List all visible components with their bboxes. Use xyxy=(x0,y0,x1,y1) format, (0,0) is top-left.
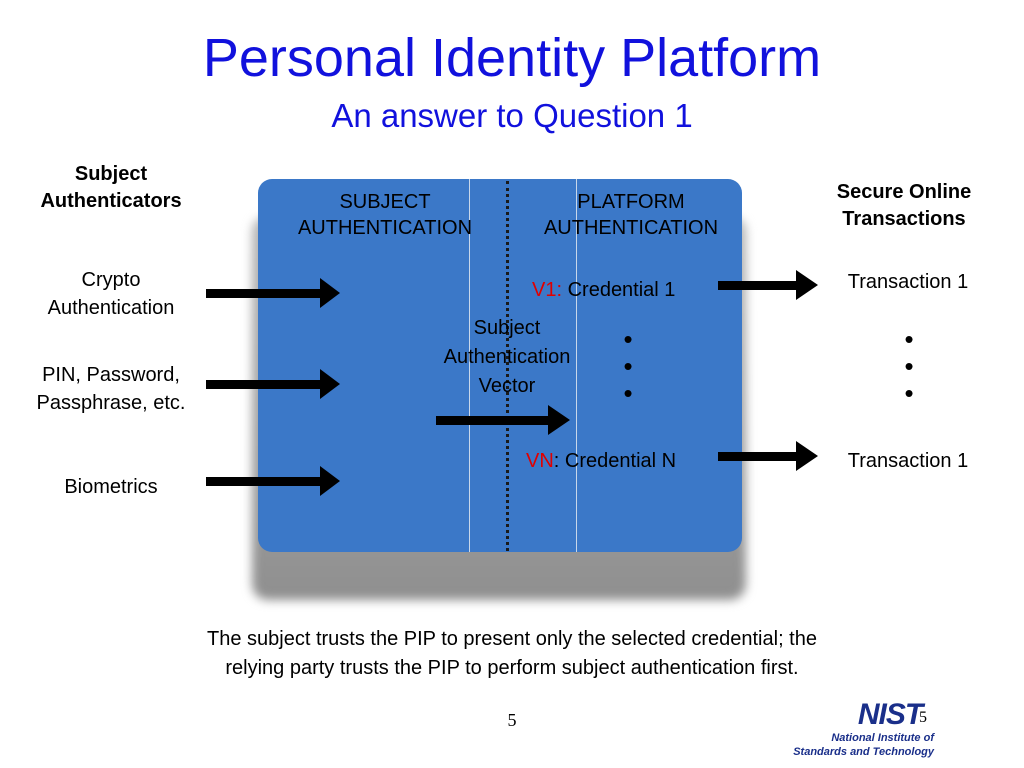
subject-authentication-vector-label: Subject Authentication Vector xyxy=(416,314,598,401)
secure-transactions-heading: Secure Online Transactions xyxy=(802,179,1006,233)
nist-logo: NIST National Institute of Standards and… xyxy=(776,700,936,762)
arrow-credential-n-icon xyxy=(718,441,818,471)
credential-1-text: Credential 1 xyxy=(562,279,676,301)
nist-logo-line: Standards and Technology xyxy=(793,746,934,758)
ellipsis-dot: • xyxy=(904,351,914,381)
heading-line: Transactions xyxy=(842,208,966,230)
heading-line: Authenticators xyxy=(40,190,182,212)
credential-ellipsis: • • • xyxy=(610,326,646,407)
authenticator-biometrics: Biometrics xyxy=(20,473,202,501)
authenticator-crypto: Crypto Authentication xyxy=(20,266,202,322)
credential-n-prefix: VN xyxy=(526,450,554,472)
transaction-top: Transaction 1 xyxy=(847,271,969,293)
ellipsis-dot: • xyxy=(904,324,914,354)
ellipsis-dot: • xyxy=(623,351,633,381)
arrow-biometrics-icon xyxy=(206,466,340,496)
authenticator-line: PIN, Password, xyxy=(42,364,180,386)
authenticator-line: Passphrase, etc. xyxy=(36,392,186,414)
credential-1-prefix: V1: xyxy=(532,279,563,301)
credential-1: V1: Credential 1 xyxy=(532,277,675,303)
slide-subtitle: An answer to Question 1 xyxy=(331,97,693,134)
vector-line: Vector xyxy=(478,375,536,397)
credential-n: VN: Credential N xyxy=(526,448,676,474)
transaction-bottom: Transaction 1 xyxy=(847,450,969,472)
panel-divider-left xyxy=(469,179,470,552)
logo-page-number: 5 xyxy=(919,709,927,726)
credential-n-text: : Credential N xyxy=(553,450,677,472)
pip-panel xyxy=(258,179,742,552)
column-heading-line: AUTHENTICATION xyxy=(543,217,719,239)
subject-authentication-heading: SUBJECT AUTHENTICATION xyxy=(270,189,500,241)
ellipsis-dot: • xyxy=(623,378,633,408)
arrow-credential-1-icon xyxy=(718,270,818,300)
panel-divider-right xyxy=(576,179,577,552)
authenticator-line: Biometrics xyxy=(64,476,158,498)
platform-authentication-heading: PLATFORM AUTHENTICATION xyxy=(516,189,746,241)
footer-note-line: relying party trusts the PIP to perform … xyxy=(225,657,799,679)
vector-line: Subject xyxy=(473,317,541,339)
nist-logo-mark: NIST xyxy=(857,698,923,731)
ellipsis-dot: • xyxy=(904,378,914,408)
heading-line: Secure Online xyxy=(836,181,972,203)
transaction-ellipsis: • • • xyxy=(891,326,927,407)
page-number: 5 xyxy=(507,710,517,730)
vector-line: Authentication xyxy=(443,346,571,368)
footer-note: The subject trusts the PIP to present on… xyxy=(112,625,912,683)
authenticator-line: Crypto xyxy=(81,269,141,291)
arrow-pin-icon xyxy=(206,369,340,399)
subject-authenticators-heading: Subject Authenticators xyxy=(20,161,202,215)
authenticator-line: Authentication xyxy=(47,297,175,319)
column-heading-line: AUTHENTICATION xyxy=(297,217,473,239)
ellipsis-dot: • xyxy=(623,324,633,354)
authenticator-pin-password: PIN, Password, Passphrase, etc. xyxy=(16,361,206,417)
arrow-crypto-icon xyxy=(206,278,340,308)
footer-note-line: The subject trusts the PIP to present on… xyxy=(207,628,817,650)
column-heading-line: PLATFORM xyxy=(577,191,685,213)
slide-title: Personal Identity Platform xyxy=(202,28,822,88)
column-heading-line: SUBJECT xyxy=(339,191,431,213)
nist-logo-line: National Institute of xyxy=(831,732,934,744)
heading-line: Subject xyxy=(74,163,148,185)
panel-dotted-separator xyxy=(506,181,509,551)
arrow-vector-icon xyxy=(436,405,570,435)
